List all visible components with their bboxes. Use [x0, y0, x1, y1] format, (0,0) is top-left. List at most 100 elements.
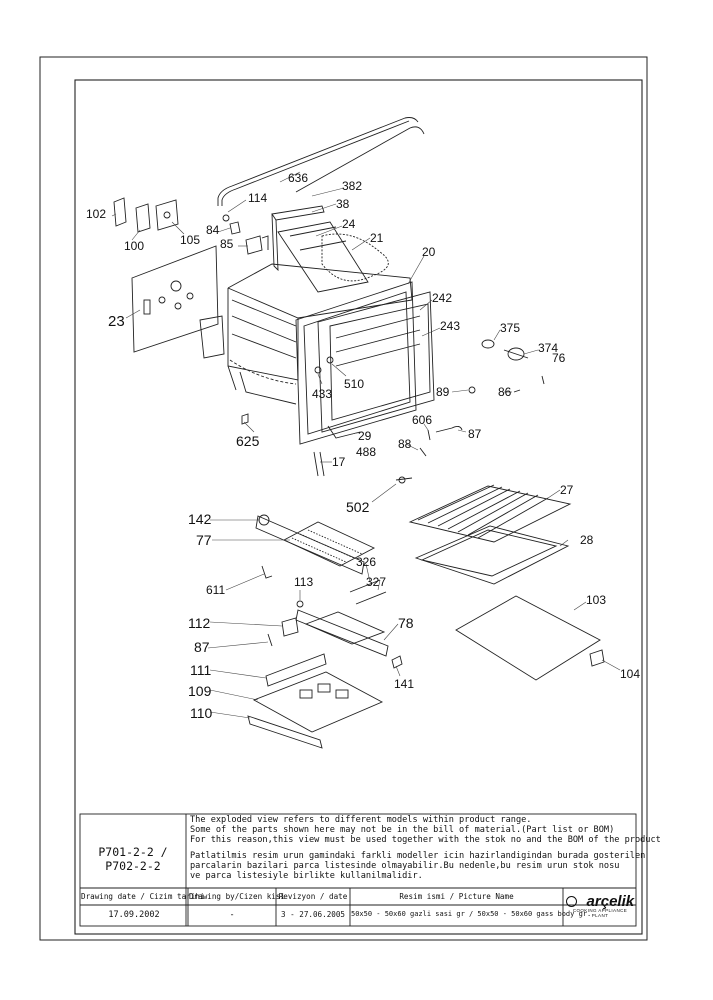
part-28-tray	[414, 525, 570, 585]
brand-subtitle: COOKING APPLIANCE PLANT	[572, 908, 628, 918]
part-17-handle	[313, 451, 325, 477]
inner-border	[74, 79, 643, 935]
callout-374: 374	[538, 341, 558, 355]
brand-name: arçelik	[586, 893, 635, 910]
callout-111: 111	[190, 662, 211, 678]
callout-488: 488	[356, 445, 376, 459]
part-88	[419, 447, 427, 457]
callout-502: 502	[346, 499, 370, 515]
part-21-gasket	[321, 233, 389, 282]
callout-77: 77	[196, 532, 212, 548]
part-112-injector	[281, 617, 299, 637]
callout-611: 611	[206, 583, 225, 597]
part-105	[155, 199, 179, 231]
part-327-rod	[355, 591, 387, 605]
part-27-wire-rack	[408, 484, 572, 543]
part-100	[135, 203, 151, 233]
callout-20: 20	[422, 245, 436, 259]
part-38-cover	[271, 205, 325, 272]
part-102	[113, 197, 127, 227]
part-141	[391, 655, 403, 669]
revision-label: Revizyon / date	[278, 892, 348, 901]
brand-mark-icon	[565, 896, 577, 907]
callout-382: 382	[342, 179, 362, 193]
note-line: The exploded view refers to different mo…	[190, 815, 532, 825]
picture-name: 50x50 - 50x60 gazli sasi gr / 50x50 - 50…	[351, 910, 592, 918]
callout-labels: 636 382 114 38 24 84 85 21 20 102 100 10…	[86, 171, 640, 721]
part-110-plate	[247, 715, 323, 749]
part-606	[427, 429, 431, 441]
callout-114: 114	[248, 191, 267, 205]
part-77-mesh	[282, 521, 376, 567]
part-87-thermocouple	[435, 425, 463, 433]
callout-17: 17	[332, 455, 346, 469]
part-326-rod	[349, 579, 381, 593]
callout-109: 109	[188, 683, 212, 699]
part-104	[589, 649, 605, 667]
callout-85: 85	[220, 237, 234, 251]
callout-102: 102	[86, 207, 106, 221]
drawing-by: -	[229, 910, 235, 920]
part-625	[241, 413, 249, 425]
brand-logo: arçelik COOKING APPLIANCE PLANT	[565, 891, 635, 925]
callout-88: 88	[398, 437, 412, 451]
callout-326: 326	[356, 555, 376, 569]
callout-27: 27	[560, 483, 574, 497]
callout-113: 113	[294, 575, 313, 589]
part-84-fitting	[229, 221, 241, 235]
part-502-electrode	[395, 476, 413, 484]
callout-242: 242	[432, 291, 452, 305]
callout-38: 38	[336, 197, 350, 211]
part-142-burner	[255, 514, 365, 575]
callout-327: 327	[366, 575, 386, 589]
part-87b-thermocouple	[267, 633, 273, 647]
callout-606: 606	[412, 413, 432, 427]
callout-89: 89	[436, 385, 450, 399]
part-382-rod	[295, 126, 425, 193]
part-109-base	[252, 671, 384, 733]
part-113	[296, 600, 304, 608]
part-103-panel	[455, 595, 601, 681]
callout-510: 510	[344, 377, 364, 391]
notes-block: The exploded view refers to different mo…	[190, 815, 661, 881]
revision: 3 - 27.06.2005	[280, 910, 345, 919]
callout-87-upper: 87	[468, 427, 482, 441]
callout-141: 141	[394, 677, 414, 691]
callout-110: 110	[190, 705, 213, 721]
note-line: Some of the parts shown here may not be …	[190, 825, 615, 836]
note-line: parcalarin bazilari parca listesinde olm…	[190, 860, 620, 871]
note-line: For this reason,this view must be used t…	[190, 835, 661, 846]
callout-76: 76	[552, 351, 566, 365]
part-114-nut	[222, 214, 230, 222]
callout-21: 21	[370, 231, 384, 245]
part-636-rod	[217, 117, 419, 206]
callout-105: 105	[180, 233, 200, 247]
part-375-knob	[481, 339, 495, 349]
title-block	[79, 813, 637, 927]
callout-29: 29	[358, 429, 372, 443]
callout-636: 636	[288, 171, 308, 185]
part-24-deflector	[277, 221, 369, 293]
note-line: ve parca listesiyle birlikte kullanilmal…	[190, 871, 423, 882]
drawing-date-label: Drawing date / Cizim tarihi	[81, 892, 205, 901]
callout-87-lower: 87	[194, 639, 210, 655]
outer-border	[39, 56, 648, 941]
oven-body	[199, 263, 413, 405]
drawing-by-label: Drawing by/Cizen kisi	[189, 892, 286, 901]
part-111-strip	[265, 653, 327, 687]
part-433	[314, 366, 322, 374]
part-86-screw	[513, 389, 521, 393]
leader-lines	[111, 171, 621, 719]
part-23-plate	[131, 245, 219, 353]
part-20-door-frame	[295, 281, 417, 445]
callout-375: 375	[500, 321, 520, 335]
part-89	[468, 386, 476, 394]
callout-433: 433	[312, 387, 332, 401]
callout-100: 100	[124, 239, 144, 253]
callout-142: 142	[188, 511, 212, 527]
callout-103: 103	[586, 593, 606, 607]
callout-78: 78	[398, 615, 414, 631]
callout-24: 24	[342, 217, 356, 231]
callout-86: 86	[498, 385, 512, 399]
